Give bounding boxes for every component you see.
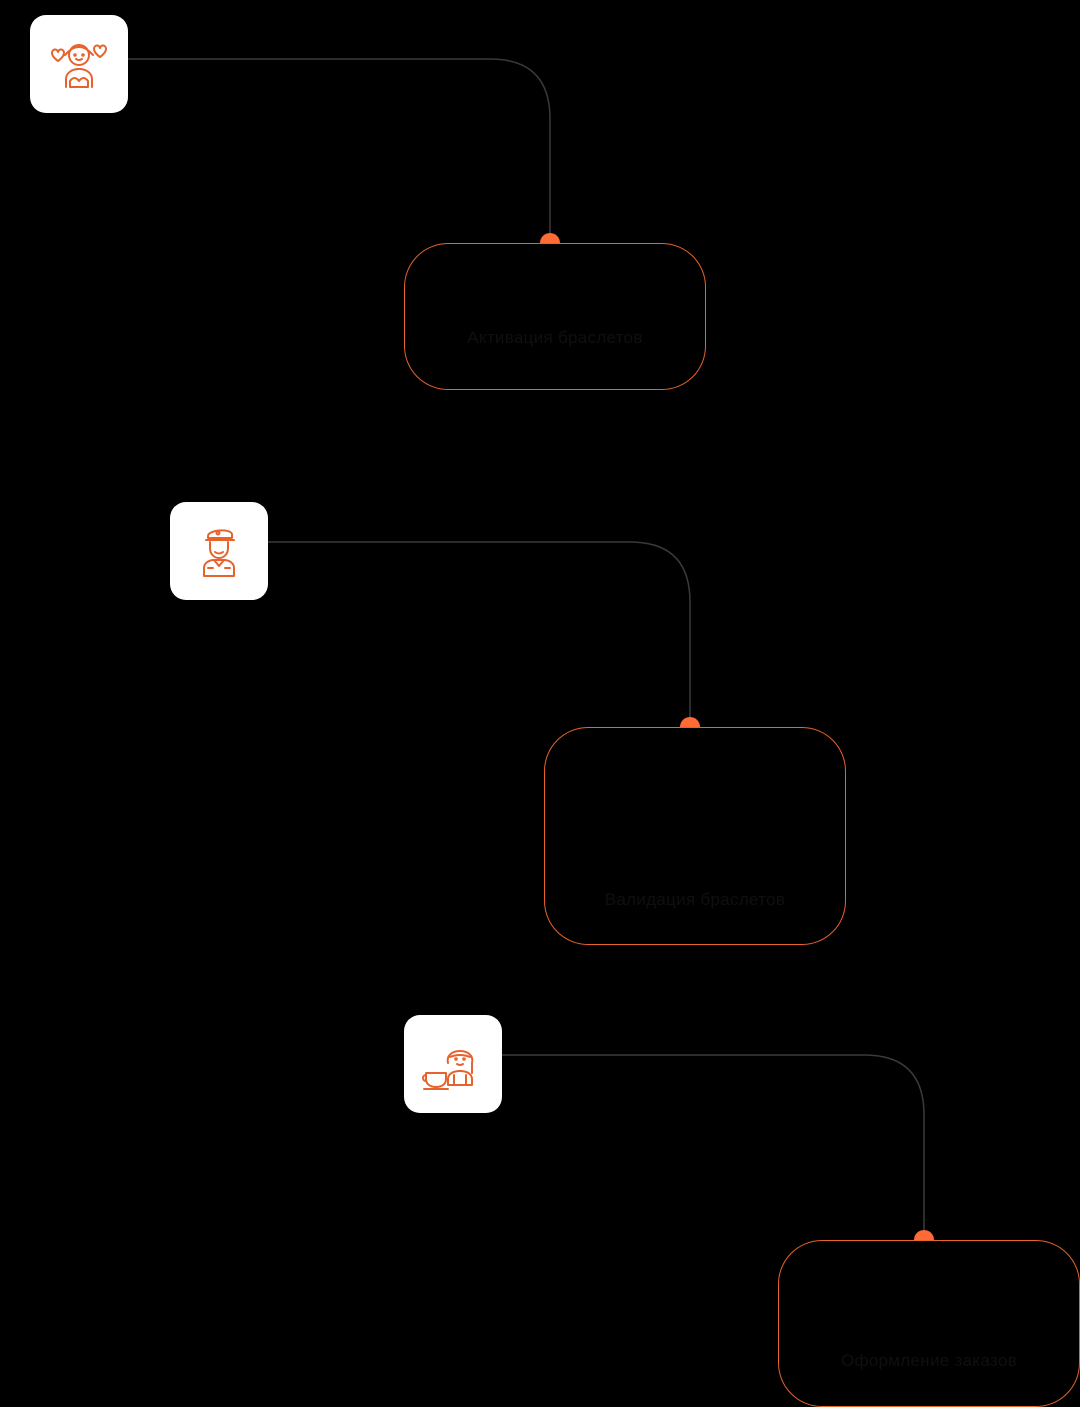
barista-cup-icon — [422, 1050, 474, 1090]
visitor-icon-tile — [30, 15, 128, 113]
barista-icon-tile — [404, 1015, 502, 1113]
step-card-2[interactable]: Валидация браслетов — [544, 727, 846, 945]
connector-line-2 — [268, 541, 691, 727]
step-label-1: Активация браслетов — [467, 328, 643, 347]
connector-line-3 — [502, 1054, 925, 1240]
connector-line-1 — [128, 58, 551, 243]
visitor-girl-heart-icon — [51, 44, 107, 88]
step-label-2: Валидация браслетов — [604, 890, 786, 909]
security-icon-tile — [170, 502, 268, 600]
step-card-1[interactable]: Активация браслетов — [404, 243, 706, 390]
step-card-3[interactable]: Оформление заказов — [778, 1240, 1080, 1407]
step-label-3: Оформление заказов — [840, 1351, 1018, 1370]
security-guard-icon — [203, 529, 235, 577]
